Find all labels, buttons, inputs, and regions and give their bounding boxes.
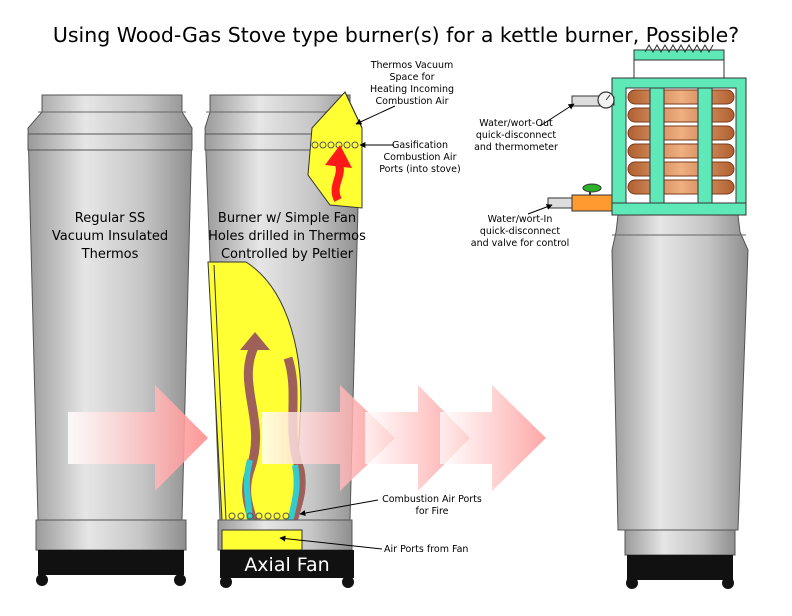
heat-flow-arrows xyxy=(68,385,546,491)
burner-label-line-1: Burner w/ Simple Fan xyxy=(218,211,356,226)
callout-gasification: Gasification Combustion Air Ports (into … xyxy=(359,140,461,175)
heat-exchanger xyxy=(547,43,747,216)
callout-out-line-2: quick-disconnect xyxy=(476,130,557,141)
page-title: Using Wood-Gas Stove type burner(s) for … xyxy=(53,23,739,47)
callout-gas-line-2: Combustion Air xyxy=(384,152,457,163)
heat-arrow-3 xyxy=(365,385,470,491)
thermos-label-line-1: Regular SS xyxy=(75,211,146,226)
callout-water-in: Water/wort-In quick-disconnect and valve… xyxy=(471,204,569,249)
callout-vacuum-line-3: Heating Incoming xyxy=(370,84,454,95)
callout-comb-line-1: Combustion Air Ports xyxy=(382,494,482,505)
burner-label-line-2: Holes drilled in Thermos xyxy=(208,229,366,244)
heat-arrow-1 xyxy=(68,385,208,491)
callout-vacuum-line-1: Thermos Vacuum xyxy=(370,60,454,71)
regular-thermos: Regular SS Vacuum Insulated Thermos xyxy=(27,94,193,586)
callout-fan-ports: Air Ports from Fan xyxy=(279,535,468,555)
callout-vacuum-line-2: Space for xyxy=(389,72,434,83)
heat-arrow-2 xyxy=(262,385,395,491)
inlet-valve xyxy=(571,194,613,212)
callout-fan-ports-text: Air Ports from Fan xyxy=(384,544,468,555)
thermos-label-line-2: Vacuum Insulated xyxy=(52,229,168,244)
callout-gas-line-1: Gasification xyxy=(392,140,448,151)
callout-vacuum-line-4: Combustion Air xyxy=(376,96,449,107)
callout-vacuum-space: Thermos Vacuum Space for Heating Incomin… xyxy=(355,60,454,125)
burner-label-line-3: Controlled by Peltier xyxy=(221,247,354,262)
callout-in-line-1: Water/wort-In xyxy=(488,214,553,225)
callout-in-line-2: quick-disconnect xyxy=(480,226,561,237)
callout-in-line-3: and valve for control xyxy=(471,238,569,249)
callout-combustion-ports: Combustion Air Ports for Fire xyxy=(299,494,482,517)
inlet-quick-disconnect xyxy=(547,197,575,209)
callout-out-line-1: Water/wort-Out xyxy=(479,118,553,129)
callout-water-out: Water/wort-Out quick-disconnect and ther… xyxy=(474,103,575,153)
callout-out-line-3: and thermometer xyxy=(474,142,558,153)
kettle-thermos xyxy=(611,214,749,589)
axial-fan xyxy=(220,550,354,578)
heat-arrow-4 xyxy=(440,385,546,491)
hot-air-arrow xyxy=(331,160,344,202)
burner-thermos: Axial Fan Burner w/ Simple Fan Holes dri… xyxy=(204,91,366,588)
valve-handle-icon xyxy=(582,183,602,193)
callout-comb-line-2: for Fire xyxy=(415,506,448,517)
axial-fan-label: Axial Fan xyxy=(244,554,329,576)
thermos-label-line-3: Thermos xyxy=(81,247,139,262)
callout-gas-line-3: Ports (into stove) xyxy=(379,164,460,175)
gasification-ports xyxy=(311,141,359,149)
